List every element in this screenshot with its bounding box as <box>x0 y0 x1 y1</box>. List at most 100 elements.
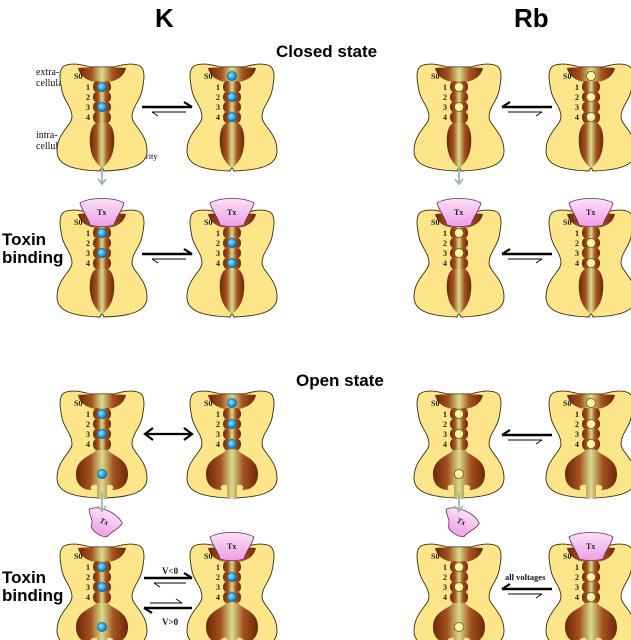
site-label-3: 3 <box>575 583 579 592</box>
row-label-line2: binding <box>2 248 63 267</box>
cavity-open <box>206 450 258 498</box>
toxin-bound: Tx <box>568 198 614 227</box>
site-label-2: 2 <box>86 573 90 582</box>
site-label-4: 4 <box>86 440 90 449</box>
cavity-open <box>565 450 617 498</box>
site-label-2: 2 <box>575 239 579 248</box>
flow-arrow-head <box>97 505 107 513</box>
site-label-1: 1 <box>443 229 447 238</box>
all-voltages-label: all voltages <box>505 572 546 582</box>
site-label-2: 2 <box>575 93 579 102</box>
site-label-1: 1 <box>86 229 90 238</box>
equilibrium-k-closed <box>142 101 193 117</box>
site-label-3: 3 <box>443 103 447 112</box>
extracellular-label-2: cellular <box>36 78 67 89</box>
site-label-4: 4 <box>575 259 579 268</box>
reverse-arrow-head <box>175 598 183 604</box>
row-label-line2: binding <box>2 586 63 605</box>
flow-arrow-rb-closed <box>454 166 464 186</box>
toxin-bound: Tx <box>568 532 614 561</box>
toxin-label: Tx <box>454 208 463 217</box>
rb-column-header: Rb <box>514 3 549 33</box>
site-label-3: 3 <box>216 249 220 258</box>
k-ion-site-2 <box>227 572 237 582</box>
row-label-line1: Toxin <box>2 568 46 587</box>
site-label-s0: S0 <box>74 552 82 561</box>
rb-ion-site-1 <box>454 409 464 419</box>
toxin-label: Tx <box>97 208 106 217</box>
cavity-closed <box>89 123 115 168</box>
site-label-s0: S0 <box>563 72 571 81</box>
cavity-closed <box>578 123 604 168</box>
outer-vestibule <box>435 394 483 409</box>
cavity-closed <box>219 123 245 168</box>
k-ion-site-4 <box>227 258 237 268</box>
toxin-shape <box>209 532 255 561</box>
selectivity-filter <box>450 561 468 603</box>
site-label-4: 4 <box>575 113 579 122</box>
site-label-4: 4 <box>216 440 220 449</box>
k-ion-site-3 <box>97 102 107 112</box>
selectivity-filter <box>223 227 241 269</box>
site-label-2: 2 <box>86 239 90 248</box>
forward-arrow-head <box>183 101 193 108</box>
k-ion-site-2 <box>227 238 237 248</box>
equilibrium-rb-closed <box>501 101 552 117</box>
rb-ion-cavity <box>454 622 464 632</box>
arrow-head-right <box>183 427 194 441</box>
site-label-s0: S0 <box>204 218 212 227</box>
equilibrium-k-open-tx-reverse <box>143 598 192 614</box>
cavity-open <box>565 603 617 640</box>
site-label-3: 3 <box>216 430 220 439</box>
site-label-3: 3 <box>86 583 90 592</box>
rb-ion-site-3 <box>454 102 464 112</box>
forward-arrow-head <box>501 248 511 255</box>
selectivity-filter <box>450 408 468 450</box>
site-label-4: 4 <box>575 593 579 602</box>
toxin-label: Tx <box>586 542 595 551</box>
site-label-1: 1 <box>216 83 220 92</box>
rb-ion-site-1 <box>454 562 464 572</box>
cavity-closed <box>219 269 245 314</box>
rb-ion-site-3 <box>454 429 464 439</box>
outer-vestibule <box>435 67 483 82</box>
forward-arrow-head <box>501 101 511 108</box>
toxin-shape <box>209 198 255 227</box>
k-ion-site-3 <box>97 429 107 439</box>
site-label-4: 4 <box>216 113 220 122</box>
toxin-bound: Tx <box>436 198 482 227</box>
site-label-1: 1 <box>86 410 90 419</box>
reverse-arrow-head <box>151 258 159 264</box>
toxin-binding-label-open: Toxin binding <box>2 568 63 605</box>
equilibrium-rb-open-tx <box>501 583 552 599</box>
site-label-2: 2 <box>443 239 447 248</box>
intracellular-label-2: cellular <box>36 141 67 152</box>
toxin-label: Tx <box>456 516 467 527</box>
site-label-1: 1 <box>216 229 220 238</box>
toxin-binding-label-closed: Toxin binding <box>2 230 63 267</box>
rb-ion-site-s0 <box>586 71 596 81</box>
k-ion-site-3 <box>97 582 107 592</box>
k-ion-cavity <box>97 469 107 479</box>
toxin-label: Tx <box>227 542 236 551</box>
rb-ion-site-3 <box>454 248 464 258</box>
reverse-arrow-head <box>153 582 161 588</box>
k-ion-site-4 <box>227 439 237 449</box>
intracellular-label-1: intra- <box>36 130 58 141</box>
cavity-closed <box>446 123 472 168</box>
selectivity-filter <box>93 81 111 123</box>
flow-arrow-head <box>97 178 107 186</box>
site-label-s0: S0 <box>204 552 212 561</box>
toxin-label: Tx <box>227 208 236 217</box>
row-label-line1: Toxin <box>2 230 46 249</box>
site-label-2: 2 <box>216 93 220 102</box>
